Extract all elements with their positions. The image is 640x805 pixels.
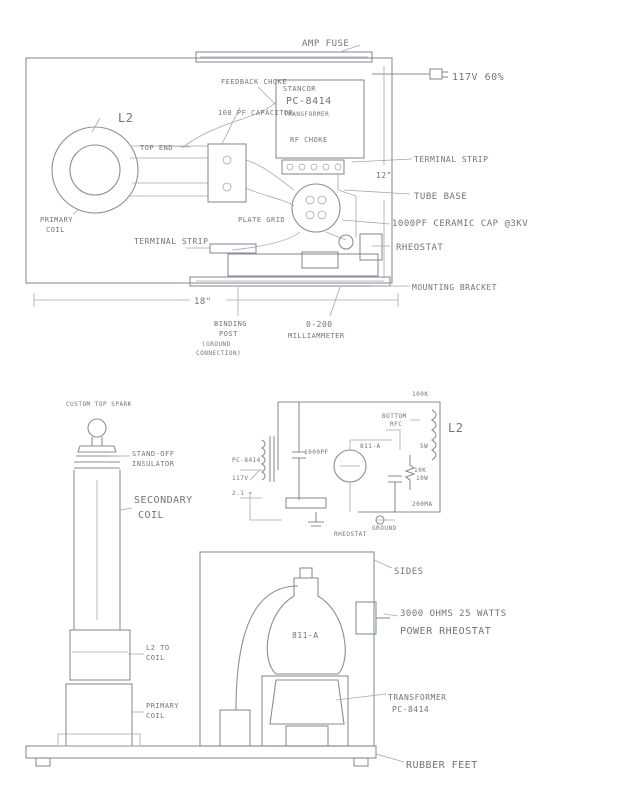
grid-resistor [404, 455, 416, 490]
tube-side-label: 811-A [292, 631, 319, 640]
schematic-label-117v: 117V [232, 475, 248, 482]
schematic-label-10k: 10K [414, 467, 426, 474]
spark-top-ball [87, 418, 107, 438]
rf-choke-label: RF CHOKE [290, 136, 328, 144]
coil-l2-symbol [430, 409, 437, 461]
meter-bracket [227, 253, 379, 277]
volts-label: 117V 60% [452, 72, 504, 83]
side-view [25, 418, 405, 767]
primary-coil-form [65, 683, 133, 747]
binding-post-label-4: CONNECTION) [196, 350, 241, 357]
rheostat-body [359, 233, 383, 261]
plate-lead [235, 585, 299, 711]
milliammeter-label-2: MILLIAMMETER [288, 332, 345, 340]
top-view [25, 44, 448, 317]
primary-coil-label-2: COIL [46, 226, 65, 234]
schematic-label-200ma: 200MA [412, 501, 433, 508]
schematic-label-1000pf: 1000PF [304, 449, 329, 456]
schematic-label-10w: 10W [416, 475, 428, 482]
l2-label: L2 [118, 111, 133, 125]
l2-coil-label-1: L2 TO [146, 644, 170, 652]
rf-choke-side [219, 709, 251, 747]
power-rheostat-label-2: POWER RHEOSTAT [400, 626, 491, 637]
rubber-foot-left [35, 757, 51, 767]
capacitor-label: 100 PF CAPACITOR [218, 109, 294, 117]
schematic-label-ground: GROUND [372, 525, 397, 532]
power-plug [429, 68, 443, 80]
transformer-side-label-2: PC-8414 [392, 705, 429, 714]
terminal-strip-left-label: TERMINAL STRIP [134, 237, 208, 246]
terminal-strip-left [209, 243, 257, 254]
transformer-label-2: PC-8414 [286, 96, 332, 107]
milliammeter-label-1: 0-200 [306, 320, 333, 329]
mounting-bracket [189, 276, 391, 287]
dimension-12-label: 12" [376, 171, 392, 180]
schematic-label-21: 2.1 × [232, 490, 253, 497]
tube-socket [291, 183, 341, 233]
standoff-insulator [74, 437, 120, 469]
dimension-18-label: 18" [194, 297, 212, 307]
l2-coil-label-2: COIL [146, 654, 165, 662]
chassis-outline [25, 57, 393, 284]
mounting-bracket-label: MOUNTING BRACKET [412, 283, 497, 292]
primary-side-label-2: COIL [146, 712, 165, 720]
transformer-symbol [261, 436, 275, 482]
tube-base-label: TUBE BASE [414, 192, 467, 202]
plate-grid-label: PLATE GRID [238, 216, 285, 224]
schematic-label-transformer: PC-8414 [232, 457, 261, 464]
power-rheostat-label-1: 3000 OHMS 25 WATTS [400, 609, 507, 619]
ceramic-cap-label: 1000PF CERAMIC CAP @3KV [392, 219, 528, 229]
primary-coil-label-1: PRIMARY [40, 216, 73, 224]
binding-post-label-2: POST [219, 330, 238, 338]
power-rheostat-body [355, 601, 377, 635]
transformer-label-3: TRANSFORMER [284, 111, 329, 118]
top-view-labels: AMP FUSE 117V 60% L2 TOP END FEEDBACK CH… [40, 39, 528, 357]
schematic-label-rfc: RFC [390, 421, 402, 428]
amp-fuse-label: AMP FUSE [302, 39, 349, 49]
fuse-holder [195, 51, 373, 63]
l2-coil-form [69, 629, 131, 681]
base-board [25, 745, 377, 759]
side-view-labels: CUSTOM TOP SPARK STAND-OFF INSULATOR SEC… [66, 401, 507, 771]
feedback-choke-label: FEEDBACK CHOKE [221, 78, 287, 86]
transformer-box [275, 79, 365, 159]
width-dimension [33, 293, 399, 307]
terminal-strip-top [281, 159, 345, 175]
terminal-strip-right-label: TERMINAL STRIP [414, 155, 488, 164]
rubber-foot-right [353, 757, 369, 767]
capacitor-block [207, 143, 247, 203]
schematic-label-5w: 5W [420, 443, 428, 450]
transformer-label-1: STANCOR [283, 85, 316, 93]
standoff-insulator-label-2: INSULATOR [132, 460, 175, 468]
schematic-label-100k: 100K [412, 391, 428, 398]
tube-base [269, 679, 345, 725]
ground-symbol [308, 512, 324, 527]
schematic-label-tube: 811-A [360, 443, 381, 450]
transformer-side [261, 675, 349, 747]
schematic-label-rheostat: RHEOSTAT [334, 531, 367, 538]
plate-cap [292, 402, 306, 500]
primary-coil-outer [51, 126, 139, 214]
primary-coil-inner [69, 144, 121, 196]
primary-side-label-1: PRIMARY [146, 702, 179, 710]
schematic-l2-label: L2 [448, 421, 463, 435]
custom-top-spark-label: CUSTOM TOP SPARK [66, 401, 132, 408]
top-end-label: TOP END [140, 144, 173, 152]
binding-post-label-1: BINDING [214, 320, 247, 328]
secondary-coil-body [73, 470, 121, 630]
transformer-side-label-1: TRANSFORMER [388, 693, 446, 702]
secondary-coil-label-2: COIL [138, 510, 164, 521]
rheostat-label: RHEOSTAT [396, 243, 443, 253]
schematic-label-bottom: BOTTOM [382, 413, 407, 420]
secondary-coil-label-1: SECONDARY [134, 495, 193, 506]
schematic-labels: L2 100K BOTTOM RFC 5W 1000PF 811-A 10K 1… [232, 391, 463, 538]
binding-post-label-3: (GROUND [202, 341, 231, 348]
tube-envelope [266, 577, 346, 675]
sides-label: SIDES [394, 567, 424, 577]
schematic [240, 401, 441, 527]
rubber-feet-label: RUBBER FEET [406, 760, 478, 771]
standoff-insulator-label-1: STAND-OFF [132, 450, 174, 458]
